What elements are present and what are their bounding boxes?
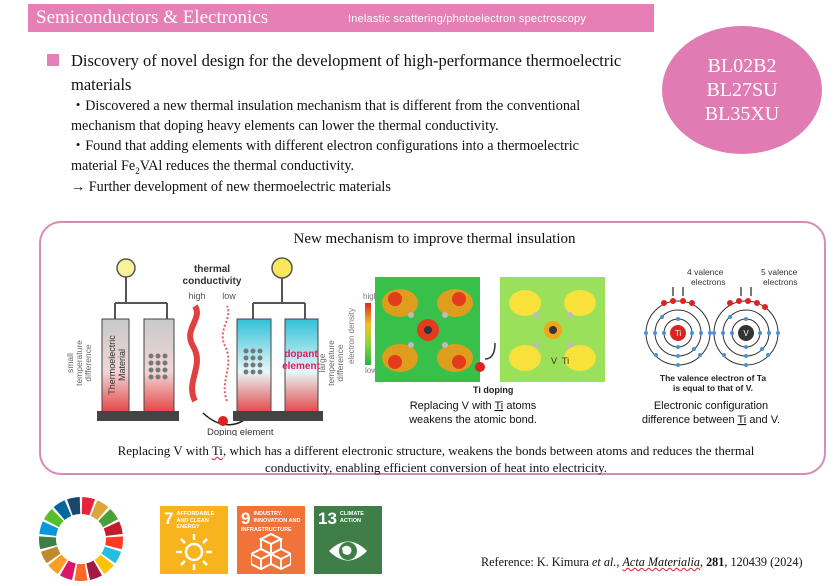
mechanism-panel: New mechanism to improve thermal insulat…	[39, 221, 826, 475]
sdg-wheel-segment	[90, 500, 109, 521]
svg-text:Electronic configuration: Electronic configuration	[654, 400, 768, 412]
header-banner: Semiconductors & Electronics Inelastic s…	[28, 4, 654, 32]
svg-text:difference: difference	[335, 344, 345, 381]
svg-text:Ti doping: Ti doping	[473, 385, 513, 395]
point-1-line-1: ・Discovered a new thermal insulation mec…	[71, 98, 581, 114]
svg-text:small: small	[65, 353, 75, 373]
sdg-wheel-segment	[98, 508, 119, 528]
cubes-icon	[251, 532, 291, 570]
svg-text:dopant: dopant	[284, 349, 318, 360]
svg-text:Material: Material	[117, 349, 127, 381]
sdg-wheel-segment	[48, 554, 68, 575]
point-2-line-2: material Fe2VAl reduces the thermal cond…	[71, 158, 355, 176]
main-heading: Discovery of novel design for the develo…	[71, 51, 622, 94]
svg-text:high: high	[188, 291, 205, 301]
electron-density-figure: high low electron density V Ti Ti doping	[347, 277, 605, 426]
fig2-caption-line-1: Replacing V with Ti atoms	[410, 400, 537, 412]
fig3-caption-line-2: difference between Ti and V.	[642, 414, 780, 426]
earth-eye-icon	[329, 541, 367, 561]
svg-text:difference: difference	[83, 344, 93, 381]
sdg-wheel-segment	[53, 500, 72, 521]
svg-text:V: V	[551, 356, 557, 366]
svg-text:low: low	[222, 291, 236, 301]
svg-text:Doping element: Doping element	[207, 427, 274, 436]
svg-text:electrons: electrons	[763, 277, 798, 287]
svg-text:weakens the atomic bond.: weakens the atomic bond.	[408, 414, 537, 426]
svg-text:temperature: temperature	[326, 340, 336, 386]
ti-nucleus	[670, 325, 686, 341]
svg-text:V: V	[743, 329, 749, 338]
high-heat-arrow	[187, 304, 200, 403]
svg-text:conductivity: conductivity	[183, 276, 242, 287]
doping-element-icon	[218, 416, 228, 426]
v-nucleus	[738, 325, 754, 341]
svg-text:element: element	[282, 361, 320, 372]
svg-text:4 valence: 4 valence	[687, 267, 724, 277]
sdgs-wheel-icon	[39, 497, 123, 581]
sdg-wheel-segment	[103, 521, 123, 536]
ti-dopant-icon	[475, 362, 485, 372]
beamline-label: BL35XU	[704, 103, 780, 125]
svg-text:high: high	[363, 292, 378, 301]
lightbulb-icon	[116, 258, 136, 278]
beamline-label: BL02B2	[707, 55, 777, 77]
sdg-wheel-segment	[67, 497, 81, 516]
panel-caption: Replacing V with Ti, which has a differe…	[117, 443, 755, 475]
lightbulb-icon	[271, 257, 293, 279]
svg-text:is equal to that of V.: is equal to that of V.	[673, 383, 753, 393]
svg-text:Ti: Ti	[562, 356, 569, 366]
sdg-wheel-segment	[81, 497, 95, 516]
sdg-wheel-segment	[59, 560, 76, 581]
section-title: Semiconductors & Electronics	[36, 7, 269, 28]
panel-title: New mechanism to improve thermal insulat…	[293, 231, 576, 247]
point-3: → Further development of new thermoelect…	[71, 179, 391, 195]
sdg-wheel-segment	[74, 563, 88, 581]
sdg-wheel-segment	[43, 508, 64, 528]
sdg-wheel-segment	[101, 546, 122, 564]
low-heat-arrow	[221, 305, 230, 402]
svg-text:temperature: temperature	[74, 340, 84, 386]
svg-text:thermal: thermal	[194, 264, 230, 275]
reference-citation: Reference: K. Kimura et al., Acta Materi…	[481, 555, 803, 569]
svg-text:The valence electron of Ta: The valence electron of Ta	[660, 373, 766, 383]
beamline-label: BL27SU	[706, 79, 778, 101]
svg-text:large: large	[317, 353, 327, 372]
point-2-line-1: ・Found that adding elements with differe…	[71, 138, 579, 154]
point-1-line-2: mechanism that doping heavy elements can…	[71, 118, 499, 134]
sdg-wheel-segment	[105, 536, 123, 550]
sdg-wheel-segment	[40, 546, 61, 564]
bullet-square	[47, 54, 59, 66]
svg-text:5 valence: 5 valence	[761, 267, 798, 277]
svg-text:electron density: electron density	[347, 308, 356, 364]
svg-text:Thermoelectric: Thermoelectric	[107, 335, 117, 395]
sdg-wheel-segment	[94, 554, 114, 575]
beamline-badge: BL02B2 BL27SU BL35XU	[662, 26, 822, 154]
point-2: ・Found that adding elements with differe…	[71, 136, 579, 181]
svg-text:Ti: Ti	[675, 329, 682, 338]
svg-text:low: low	[365, 366, 377, 375]
sun-icon	[176, 534, 212, 570]
sdg-wheel-segment	[39, 536, 57, 550]
sdg-wheel-segment	[39, 521, 59, 536]
electron-configuration-figure: 4 valence electrons 5 valence electrons …	[642, 267, 798, 426]
section-subtitle: Inelastic scattering/photoelectron spect…	[348, 13, 587, 25]
svg-text:electrons: electrons	[691, 277, 726, 287]
point-1: ・Discovered a new thermal insulation mec…	[71, 96, 580, 136]
sdg-wheel-segment	[86, 560, 103, 581]
thermoelectric-device-figure: Thermoelectric Material small temperatur…	[65, 257, 345, 436]
